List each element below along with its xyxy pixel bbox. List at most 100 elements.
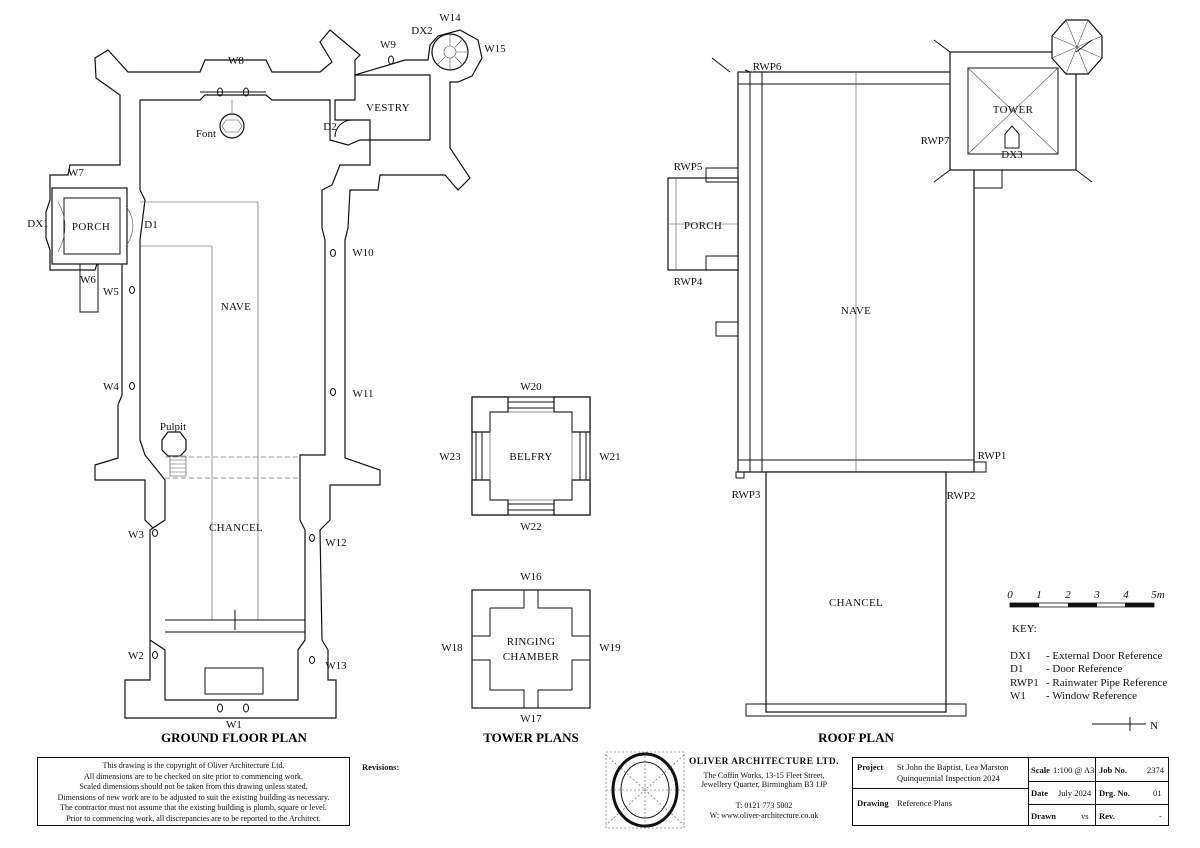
firm-details: OLIVER ARCHITECTURE LTD. The Coffin Work… [684,757,844,820]
roof-plan-title: ROOF PLAN [818,730,894,745]
ref-rwp5: RWP5 [674,161,703,173]
key-code-2: D1 [1010,663,1023,675]
firm-website: W: www.oliver-architecture.co.uk [709,811,819,820]
porch-label: PORCH [72,221,110,233]
ref-w12: W12 [325,537,346,549]
ref-w4: W4 [103,381,119,393]
ref-w17: W17 [520,713,542,725]
ref-w19: W19 [599,642,621,654]
scale-tick-5: 5m [1151,589,1165,601]
firm-logo [605,751,685,829]
chancel-label: CHANCEL [209,522,263,534]
disclaimer-line-5: The contractor must not assume that the … [60,803,327,812]
firm-name: OLIVER ARCHITECTURE LTD. [689,757,839,767]
firm-address-2: Jewellery Quarter, Birmingham B3 1JP [700,780,828,789]
ref-w21: W21 [599,451,620,463]
ground-plan-title: GROUND FLOOR PLAN [161,730,308,745]
tower-plan-title: TOWER PLANS [483,730,578,745]
nave-label: NAVE [221,301,251,313]
drawn-value: vs [1081,811,1089,821]
drg-label: Drg. No. [1099,788,1130,798]
firm-telephone: T: 0121 773 5002 [735,801,793,810]
date-label: Date [1031,788,1048,798]
disclaimer-box: This drawing is the copyright of Oliver … [37,757,350,826]
roof-plan: NAVE CHANCEL PORCH TOWER DX3 RWP1 RWP2 R… [667,19,1103,745]
ref-w11: W11 [353,388,374,400]
belfry-outline [471,396,591,516]
firm-address-1: The Coffin Works, 13-15 Fleet Street, [703,771,825,780]
scale-value: 1:100 @ A3 [1053,765,1095,775]
ref-w2: W2 [128,650,144,662]
ref-dx2: DX2 [411,25,432,37]
disclaimer-line-2: All dimensions are to be checked on site… [83,771,304,781]
scale-tick-1: 1 [1036,589,1042,601]
drawing-value: Reference Plans [897,798,952,808]
ref-w1: W1 [226,719,242,731]
project-line-2: Quinquennial Inspection 2024 [897,773,1000,783]
project-label: Project [857,762,884,772]
key-code-1: DX1 [1010,650,1031,662]
scale-tick-3: 3 [1093,589,1100,601]
chancel-roof [765,471,947,713]
ref-w8: W8 [228,55,244,67]
ref-rwp6: RWP6 [753,61,782,73]
key-desc-2: - Door Reference [1046,663,1122,675]
font-label: Font [196,128,216,140]
ringing-label-2: CHAMBER [503,651,560,663]
ref-rwp7: RWP7 [921,135,950,147]
drg-value: 01 [1153,788,1162,798]
job-label: Job No. [1099,765,1127,775]
job-value: 2374 [1147,765,1164,775]
project-line-1: St John the Baptist, Lea Marston [897,762,1009,772]
roof-porch-label: PORCH [684,220,722,232]
ref-w22: W22 [520,521,541,533]
ref-dx1: DX1 [27,218,48,230]
ref-w20: W20 [520,381,542,393]
rev-label: Rev. [1099,811,1115,821]
rev-value: - [1159,811,1162,821]
scale-bar: 0 1 2 3 4 5m [1007,589,1165,608]
drawn-label: Drawn [1031,811,1057,821]
key-title: KEY: [1012,623,1037,635]
title-block: Project St John the Baptist, Lea Marston… [852,757,1169,826]
window-marks [129,55,394,713]
font [219,113,245,139]
ref-rwp1: RWP1 [978,450,1007,462]
scale-tick-2: 2 [1065,589,1071,601]
ref-rwp3: RWP3 [732,489,761,501]
vestry-walls [334,74,431,141]
ref-w9: W9 [380,39,396,51]
disclaimer-line-3: Scaled dimensions should not be taken fr… [79,782,308,791]
ref-rwp4: RWP4 [674,276,703,288]
altar [204,667,264,695]
ref-w23: W23 [439,451,461,463]
ref-rwp2: RWP2 [947,490,976,502]
disclaimer-line-1: This drawing is the copyright of Oliver … [102,761,285,770]
key-code-3: RWP1 [1010,677,1039,689]
ref-w10: W10 [352,247,374,259]
north-label: N [1150,720,1158,732]
ref-w13: W13 [325,660,347,672]
ref-dx3: DX3 [1001,149,1023,161]
revisions-label: Revisions: [362,762,400,772]
ref-w5: W5 [103,286,119,298]
ref-d2: D2 [323,121,336,133]
ringing-label-1: RINGING [507,636,556,648]
disclaimer-line-4: Dimensions of new work are to be adjuste… [57,792,330,802]
belfry-label: BELFRY [509,451,552,463]
vestry-label: VESTRY [366,102,410,114]
key-desc-4: - Window Reference [1046,690,1137,702]
key-desc-3: - Rainwater Pipe Reference [1046,677,1167,689]
scale-tick-0: 0 [1007,589,1013,601]
ref-w6: W6 [80,274,96,286]
tower-plans: BELFRY W20 W21 W22 W23 RINGING CHAMBER W… [439,381,621,745]
pulpit [161,431,187,457]
disclaimer-line-6: Prior to commencing work, all discrepanc… [66,813,321,823]
porch-buttress [79,263,99,313]
key-code-4: W1 [1010,690,1026,702]
scale-tick-4: 4 [1123,589,1129,601]
key: KEY: DX1 - External Door Reference D1 - … [1010,623,1167,702]
ref-w7: W7 [68,167,84,179]
scale-label: Scale [1031,765,1050,775]
